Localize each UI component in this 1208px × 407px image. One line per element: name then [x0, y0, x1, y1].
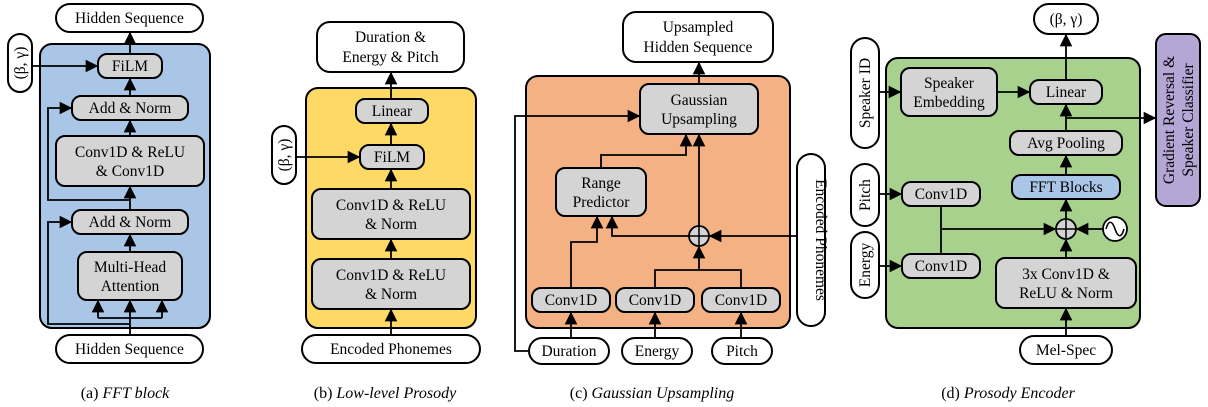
gaussian-upsampling-line2: Upsampling: [661, 111, 737, 128]
pitch-input-c-label: Pitch: [726, 343, 758, 360]
speaker-id-input: [850, 37, 880, 149]
panel-low-level-prosody: Duration & Energy & Pitch Linear FiLM (β…: [271, 21, 481, 402]
conv3x-relu-norm-line1: 3x Conv1D &: [1022, 266, 1110, 283]
conv1d-duration-label: Conv1D: [545, 292, 598, 309]
edge-c-range-to-gaussian: [600, 133, 693, 168]
film-node-a-label: FiLM: [112, 58, 148, 75]
conv1d-relu-norm-top-line2: & Norm: [365, 216, 417, 233]
positional-encoding-icon: [1102, 216, 1128, 242]
conv1d-relu-node-a-line1: Conv1D & ReLU: [75, 144, 185, 161]
caption-a: (a) FFT block: [81, 385, 170, 402]
edge-c-pitch-conv-to-join: [699, 269, 742, 288]
multi-head-attention-line2: Attention: [101, 278, 160, 295]
duration-input: [528, 337, 610, 365]
conv1d-energy-c-label: Conv1D: [629, 292, 682, 309]
range-predictor-line2: Predictor: [573, 194, 631, 211]
conv1d-relu-norm-bottom-line1: Conv1D & ReLU: [336, 267, 446, 284]
range-predictor-line1: Range: [581, 175, 621, 192]
pitch-input-c: [711, 337, 773, 365]
speaker-embedding-line2: Embedding: [913, 94, 985, 111]
panel-fft-block: Hidden Sequence (β, γ) FiLM Add & Norm C…: [7, 3, 211, 402]
panel-prosody-encoder: (β, γ) Speaker ID Speaker Embedding Line…: [850, 3, 1201, 402]
energy-input-d: [850, 231, 880, 299]
avg-pooling-label: Avg Pooling: [1027, 135, 1105, 152]
encoded-phonemes-input-b-label: Encoded Phonemes: [330, 341, 452, 358]
edge-c-energy-conv-to-sum: [654, 245, 706, 288]
linear-node-d-label: Linear: [1046, 84, 1087, 101]
add-norm-bottom-label: Add & Norm: [89, 214, 172, 231]
encoded-phonemes-input-c-label: Encoded Phonemes: [812, 179, 829, 301]
conv1d-relu-norm-bottom-line2: & Norm: [365, 286, 417, 303]
duration-input-label: Duration: [541, 343, 596, 360]
pitch-input-d: [850, 163, 880, 227]
classifier-line2: Speaker Classifier: [1180, 63, 1197, 177]
caption-c: (c) Gaussian Upsampling: [570, 385, 734, 402]
edge-a-residual-1: [47, 215, 130, 325]
energy-input-c: [621, 337, 693, 365]
speaker-embedding-line1: Speaker: [924, 75, 975, 92]
beta-gamma-input-a-label: (β, γ): [12, 47, 29, 80]
conv3x-relu-norm-line2: ReLU & Norm: [1019, 285, 1113, 302]
hidden-sequence-input-label: Hidden Sequence: [75, 341, 184, 358]
caption-d: (d) Prosody Encoder: [941, 385, 1075, 402]
edge-c-duration-conv-to-range: [570, 215, 604, 288]
duration-energy-pitch-line1: Duration &: [355, 29, 426, 46]
film-node-b-label: FiLM: [374, 149, 410, 166]
gaussian-upsampling-line1: Gaussian: [671, 92, 728, 109]
duration-energy-pitch-line2: Energy & Pitch: [342, 49, 438, 66]
conv1d-relu-node-a-line2: & Conv1D: [96, 163, 164, 180]
beta-gamma-input-b: [271, 125, 297, 185]
upsampled-output-line1: Upsampled: [663, 19, 734, 36]
edge-c-duration-skip: [514, 109, 641, 352]
add-norm-top-label: Add & Norm: [89, 100, 172, 117]
upsampling-panel-background: [525, 75, 791, 329]
beta-gamma-output-d-label: (β, γ): [1050, 11, 1083, 28]
beta-gamma-input-b-label: (β, γ): [276, 139, 293, 172]
conv1d-energy-d-label: Conv1D: [915, 258, 968, 275]
encoded-phonemes-input-c: [796, 153, 826, 327]
linear-node-b-label: Linear: [372, 103, 413, 120]
hidden-sequence-output-label: Hidden Sequence: [75, 10, 184, 27]
speaker-id-input-label: Speaker ID: [857, 58, 874, 128]
mel-spec-input-label: Mel-Spec: [1036, 342, 1096, 359]
conv1d-relu-norm-top-line1: Conv1D & ReLU: [336, 197, 446, 214]
pitch-input-d-label: Pitch: [857, 179, 874, 211]
edge-a-residual-2: [47, 101, 130, 201]
energy-input-c-label: Energy: [635, 343, 680, 360]
classifier-line1: Gradient Reversal &: [1161, 56, 1178, 184]
multi-head-attention-line1: Multi-Head: [94, 259, 167, 276]
edge-c-sum-to-range: [605, 215, 689, 237]
panel-gaussian-upsampling: Upsampled Hidden Sequence Gaussian Upsam…: [514, 11, 829, 402]
conv1d-pitch-d-label: Conv1D: [915, 186, 968, 203]
upsampled-output-line2: Hidden Sequence: [644, 39, 753, 56]
fft-blocks-label: FFT Blocks: [1029, 179, 1102, 196]
conv1d-pitch-c-label: Conv1D: [715, 292, 768, 309]
caption-b: (b) Low-level Prosody: [314, 385, 457, 402]
beta-gamma-input-a: [7, 33, 33, 93]
energy-input-d-label: Energy: [857, 243, 874, 288]
